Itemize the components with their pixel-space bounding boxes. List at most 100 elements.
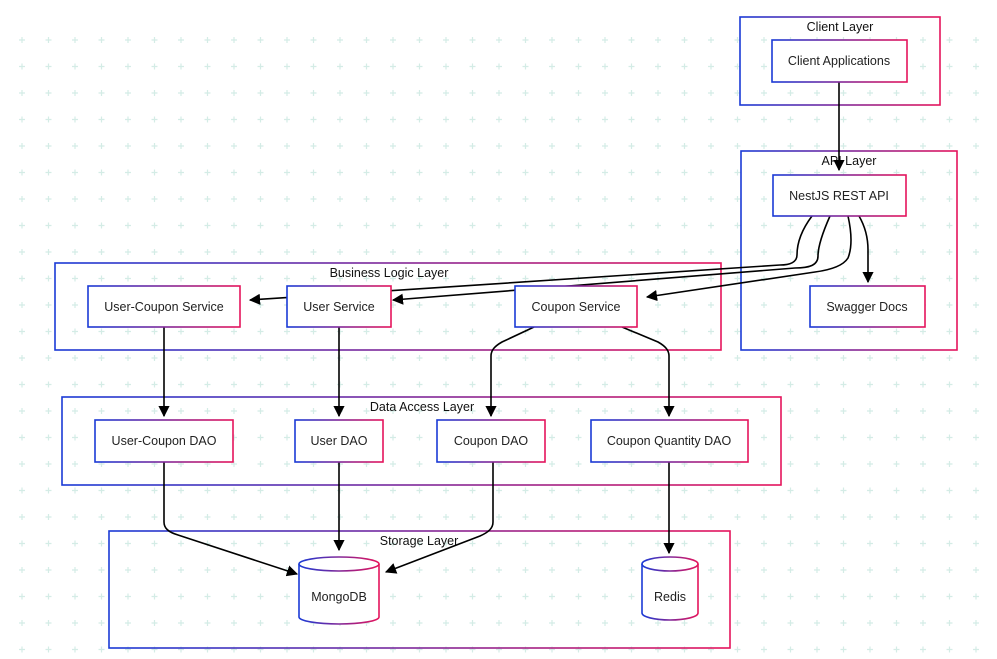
grid-plus-mark <box>45 116 52 123</box>
grid-plus-mark <box>151 37 158 43</box>
grid-plus-mark <box>45 408 52 414</box>
grid-plus-mark <box>946 249 953 255</box>
node-client-applications[interactable]: Client Applications <box>771 39 908 83</box>
grid-plus-mark <box>363 196 370 202</box>
grid-plus-mark <box>443 116 449 123</box>
node-coupon-service[interactable]: Coupon Service <box>514 285 638 328</box>
grid-plus-mark <box>814 620 820 626</box>
grid-plus-mark <box>867 593 873 600</box>
grid-plus-mark <box>98 381 105 388</box>
grid-plus-mark <box>390 222 396 229</box>
grid-plus-mark <box>151 249 158 255</box>
grid-plus-mark <box>310 487 317 494</box>
grid-plus-mark <box>98 646 105 653</box>
grid-plus-mark <box>416 434 423 441</box>
node-coupon-dao[interactable]: Coupon DAO <box>436 419 546 463</box>
grid-plus-mark <box>973 593 979 600</box>
grid-plus-mark <box>390 63 396 70</box>
grid-plus-mark <box>867 381 873 388</box>
grid-plus-mark <box>893 461 900 467</box>
grid-plus-mark <box>363 328 370 335</box>
grid-plus-mark <box>416 487 423 494</box>
grid-plus-mark <box>893 90 900 96</box>
grid-plus-mark <box>920 196 926 202</box>
grid-plus-mark <box>496 196 502 202</box>
grid-plus-mark <box>98 540 105 547</box>
grid-plus-mark <box>946 487 953 494</box>
grid-plus-mark <box>284 514 290 520</box>
grid-plus-mark <box>45 90 52 96</box>
grid-plus-mark <box>363 37 370 43</box>
grid-plus-mark <box>973 540 979 547</box>
grid-plus-mark <box>655 355 661 361</box>
grid-plus-mark <box>231 222 237 229</box>
grid-plus-mark <box>787 567 794 573</box>
grid-plus-mark <box>840 540 847 547</box>
edge-api-to-coupon-service <box>645 215 852 302</box>
grid-plus-mark <box>310 143 317 149</box>
grid-plus-mark <box>98 37 105 43</box>
grid-plus-mark <box>893 487 900 494</box>
grid-plus-mark <box>946 620 953 626</box>
node-nestjs-rest-api[interactable]: NestJS REST API <box>772 174 907 217</box>
grid-plus-mark <box>469 37 476 43</box>
grid-plus-mark <box>920 593 926 600</box>
grid-plus-mark <box>575 63 582 70</box>
grid-plus-mark <box>363 381 370 388</box>
grid-plus-mark <box>257 169 264 176</box>
grid-plus-mark <box>496 540 502 547</box>
grid-plus-mark <box>19 302 25 308</box>
grid-plus-mark <box>814 567 820 573</box>
node-user-coupon-service[interactable]: User-Coupon Service <box>87 285 241 328</box>
grid-plus-mark <box>655 90 661 96</box>
node-swagger-docs[interactable]: Swagger Docs <box>809 285 926 328</box>
grid-plus-mark <box>814 593 820 600</box>
grid-plus-mark <box>522 222 529 229</box>
grid-plus-mark <box>681 143 688 149</box>
grid-plus-mark <box>549 408 555 414</box>
grid-plus-mark <box>893 222 900 229</box>
node-coupon-quantity-dao[interactable]: Coupon Quantity DAO <box>590 419 749 463</box>
node-redis[interactable]: Redis <box>641 556 699 621</box>
grid-plus-mark <box>655 408 661 414</box>
grid-plus-mark <box>602 222 608 229</box>
grid-plus-mark <box>867 90 873 96</box>
grid-plus-mark <box>496 275 502 282</box>
grid-plus-mark <box>814 540 820 547</box>
grid-plus-mark <box>125 275 131 282</box>
grid-plus-mark <box>125 90 131 96</box>
grid-plus-mark <box>310 169 317 176</box>
grid-plus-mark <box>204 249 211 255</box>
grid-plus-mark <box>973 408 979 414</box>
grid-plus-mark <box>708 143 714 149</box>
grid-plus-mark <box>178 567 184 573</box>
grid-plus-mark <box>761 540 767 547</box>
grid-plus-mark <box>469 355 476 361</box>
node-mongodb[interactable]: MongoDB <box>298 556 380 625</box>
grid-plus-mark <box>893 249 900 255</box>
grid-plus-mark <box>98 355 105 361</box>
grid-plus-mark <box>19 222 25 229</box>
grid-plus-mark <box>920 328 926 335</box>
grid-plus-mark <box>178 116 184 123</box>
grid-plus-mark <box>45 63 52 70</box>
grid-plus-mark <box>416 275 423 282</box>
grid-plus-mark <box>337 169 343 176</box>
grid-plus-mark <box>496 593 502 600</box>
grid-plus-mark <box>469 567 476 573</box>
grid-plus-mark <box>787 514 794 520</box>
grid-plus-mark <box>231 116 237 123</box>
grid-plus-mark <box>72 196 78 202</box>
grid-plus-mark <box>416 37 423 43</box>
grid-plus-mark <box>390 514 396 520</box>
node-user-dao[interactable]: User DAO <box>294 419 384 463</box>
grid-plus-mark <box>867 514 873 520</box>
grid-plus-mark <box>602 116 608 123</box>
node-user-coupon-dao[interactable]: User-Coupon DAO <box>94 419 234 463</box>
grid-plus-mark <box>946 302 953 308</box>
grid-plus-mark <box>443 275 449 282</box>
grid-plus-mark <box>204 620 211 626</box>
node-user-service[interactable]: User Service <box>286 285 392 328</box>
grid-plus-mark <box>734 381 741 388</box>
grid-plus-mark <box>19 63 25 70</box>
